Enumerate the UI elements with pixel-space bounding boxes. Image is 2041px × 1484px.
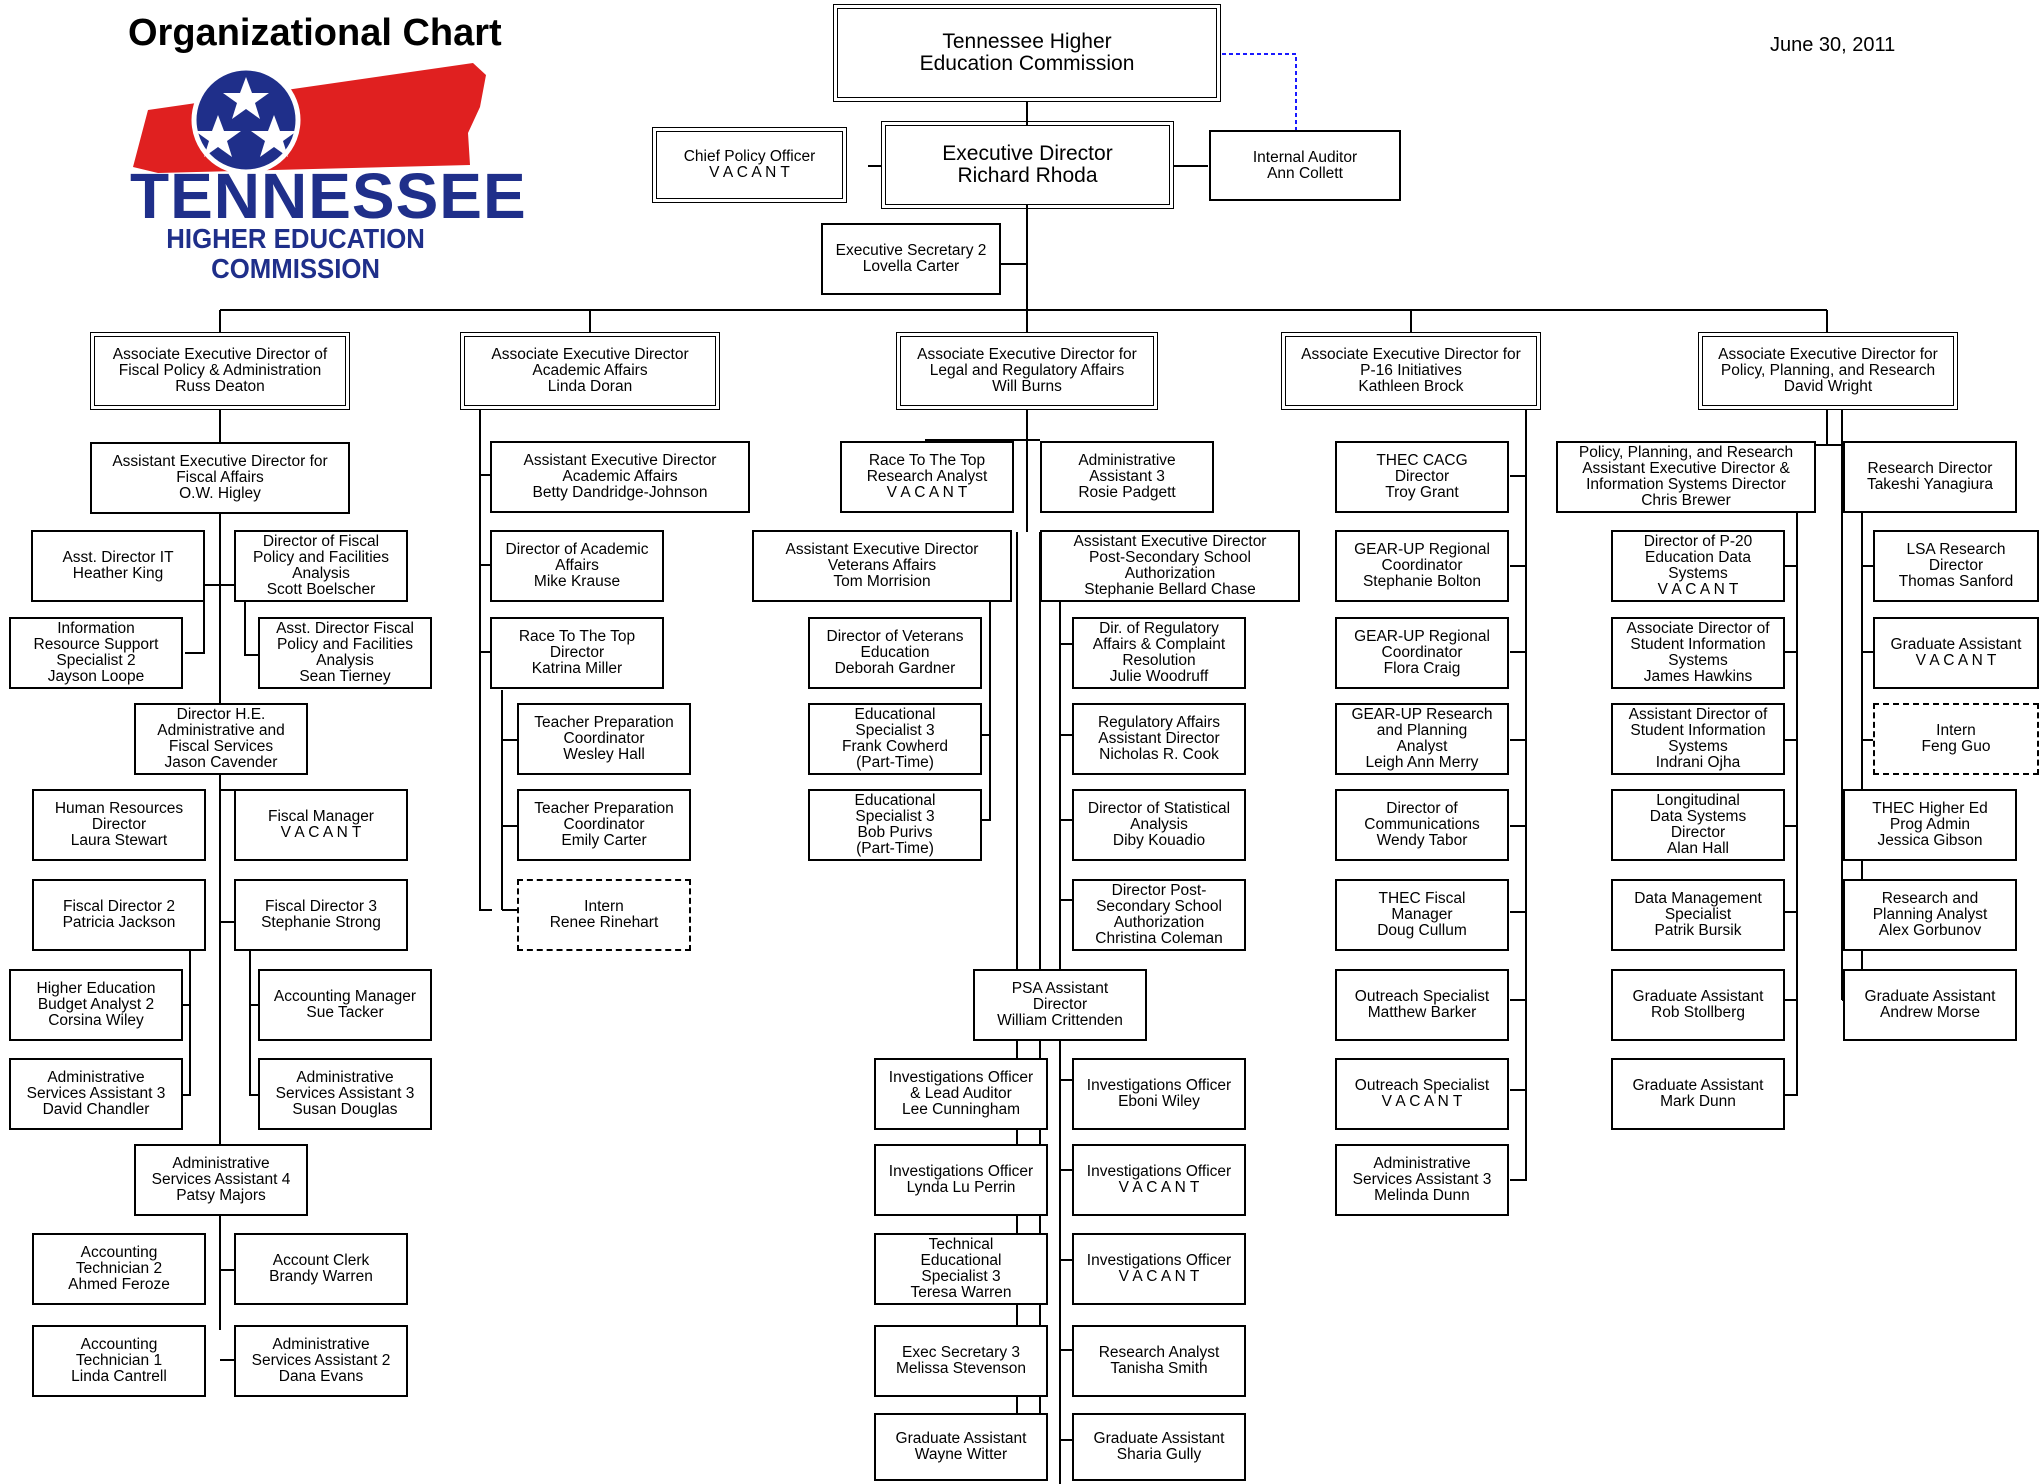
org-box-teacher-prep-hall: Teacher Preparation Coordinator Wesley H… [517, 703, 691, 775]
org-box-gearup-merry: GEAR-UP Research and Planning Analyst Le… [1335, 703, 1509, 775]
org-box-admin-asst-majors: Administrative Services Assistant 4 Pats… [134, 1144, 308, 1216]
org-box-accounting-manager: Accounting Manager Sue Tacker [258, 969, 432, 1041]
org-box-assoc-policy: Associate Executive Director for Policy,… [1698, 332, 1958, 410]
org-box-intern-rinehart: Intern Renee Rinehart [517, 879, 691, 951]
org-box-rp-analyst: Research and Planning Analyst Alex Gorbu… [1843, 879, 2017, 951]
org-box-dir-veterans: Director of Veterans Education Deborah G… [808, 617, 982, 689]
org-box-ed-spec-cowherd: Educational Specialist 3 Frank Cowherd (… [808, 703, 982, 775]
org-box-inv-vacant-1: Investigations Officer V A C A N T [1072, 1144, 1246, 1216]
org-box-tech-ed-warren: Technical Educational Specialist 3 Teres… [874, 1233, 1048, 1305]
org-box-grad-vacant: Graduate Assistant V A C A N T [1873, 617, 2039, 689]
org-box-admin-asst-evans: Administrative Services Assistant 2 Dana… [234, 1325, 408, 1397]
org-box-dir-fiscal-policy: Director of Fiscal Policy and Facilities… [234, 530, 408, 602]
org-box-commission: Tennessee Higher Education Commission [833, 4, 1221, 102]
org-box-gearup-craig: GEAR-UP Regional Coordinator Flora Craig [1335, 617, 1509, 689]
org-box-assoc-fiscal: Associate Executive Director of Fiscal P… [90, 332, 350, 410]
org-box-dir-academic: Director of Academic Affairs Mike Krause [490, 530, 664, 602]
org-box-grad-stollberg: Graduate Assistant Rob Stollberg [1611, 969, 1785, 1041]
org-box-gearup-bolton: GEAR-UP Regional Coordinator Stephanie B… [1335, 530, 1509, 602]
chart-date: June 30, 2011 [1770, 34, 1896, 56]
org-box-inv-cunningham: Investigations Officer & Lead Auditor Le… [874, 1058, 1048, 1130]
org-box-dir-p20: Director of P-20 Education Data Systems … [1611, 530, 1785, 602]
org-box-admin-asst-dunn: Administrative Services Assistant 3 Meli… [1335, 1144, 1509, 1216]
org-box-exec-sec-stevenson: Exec Secretary 3 Melissa Stevenson [874, 1325, 1048, 1397]
org-box-cacg-director: THEC CACG Director Troy Grant [1335, 441, 1509, 513]
org-box-fiscal-manager: Fiscal Manager V A C A N T [234, 789, 408, 861]
audit-link-line [1222, 53, 1297, 130]
org-box-dir-post-secondary: Director Post- Secondary School Authoriz… [1072, 879, 1246, 951]
org-box-outreach-barker: Outreach Specialist Matthew Barker [1335, 969, 1509, 1041]
org-box-exec-director: Executive Director Richard Rhoda [881, 121, 1174, 209]
org-box-account-clerk: Account Clerk Brandy Warren [234, 1233, 408, 1305]
org-box-psa-asst-dir: PSA Assistant Director William Crittende… [973, 969, 1147, 1041]
org-box-assoc-p16: Associate Executive Director for P-16 In… [1281, 332, 1541, 410]
org-box-ppr-asst-dir: Policy, Planning, and Research Assistant… [1556, 441, 1816, 513]
org-box-assoc-academic: Associate Executive Director Academic Af… [460, 332, 720, 410]
org-box-admin-asst-padgett: Administrative Assistant 3 Rosie Padgett [1040, 441, 1214, 513]
org-box-inv-perrin: Investigations Officer Lynda Lu Perrin [874, 1144, 1048, 1216]
org-box-assoc-dir-sis: Associate Director of Student Informatio… [1611, 617, 1785, 689]
org-box-asst-academic: Assistant Executive Director Academic Af… [490, 441, 750, 513]
org-box-budget-analyst: Higher Education Budget Analyst 2 Corsin… [9, 969, 183, 1041]
org-box-dir-regulatory: Dir. of Regulatory Affairs & Complaint R… [1072, 617, 1246, 689]
org-box-fiscal-manager-cullum: THEC Fiscal Manager Doug Cullum [1335, 879, 1509, 951]
org-box-reg-asst-dir: Regulatory Affairs Assistant Director Ni… [1072, 703, 1246, 775]
org-box-asst-post-secondary: Assistant Executive Director Post-Second… [1040, 530, 1300, 602]
org-box-inv-vacant-2: Investigations Officer V A C A N T [1072, 1233, 1246, 1305]
org-box-grad-dunn: Graduate Assistant Mark Dunn [1611, 1058, 1785, 1130]
org-box-rttt-analyst: Race To The Top Research Analyst V A C A… [840, 441, 1014, 513]
org-box-admin-asst-douglas: Administrative Services Assistant 3 Susa… [258, 1058, 432, 1130]
org-box-chief-policy: Chief Policy Officer V A C A N T [652, 127, 847, 203]
org-box-asst-dir-fiscal-policy: Asst. Director Fiscal Policy and Facilit… [258, 617, 432, 689]
org-box-fiscal-dir-3: Fiscal Director 3 Stephanie Strong [234, 879, 408, 951]
org-box-intern-guo: Intern Feng Guo [1873, 703, 2039, 775]
org-box-prog-admin: THEC Higher Ed Prog Admin Jessica Gibson [1843, 789, 2017, 861]
org-box-acct-tech-2: Accounting Technician 2 Ahmed Feroze [32, 1233, 206, 1305]
org-box-outreach-vacant: Outreach Specialist V A C A N T [1335, 1058, 1509, 1130]
org-box-inv-wiley: Investigations Officer Eboni Wiley [1072, 1058, 1246, 1130]
org-box-asst-dir-it: Asst. Director IT Heather King [31, 530, 205, 602]
org-box-asst-dir-sis: Assistant Director of Student Informatio… [1611, 703, 1785, 775]
org-box-teacher-prep-carter: Teacher Preparation Coordinator Emily Ca… [517, 789, 691, 861]
org-box-assoc-legal: Associate Executive Director for Legal a… [896, 332, 1158, 410]
org-box-grad-gully: Graduate Assistant Sharia Gully [1072, 1413, 1246, 1481]
org-box-acct-tech-1: Accounting Technician 1 Linda Cantrell [32, 1325, 206, 1397]
org-box-research-director: Research Director Takeshi Yanagiura [1843, 441, 2017, 513]
logo-subtitle: HIGHER EDUCATION COMMISSION [166, 223, 425, 284]
org-box-longitudinal: Longitudinal Data Systems Director Alan … [1611, 789, 1785, 861]
org-box-asst-fiscal: Assistant Executive Director for Fiscal … [90, 442, 350, 514]
org-box-asst-veterans: Assistant Executive Director Veterans Af… [752, 530, 1012, 602]
org-box-dir-he-admin: Director H.E. Administrative and Fiscal … [134, 703, 308, 775]
org-box-exec-secretary: Executive Secretary 2 Lovella Carter [821, 223, 1001, 295]
org-box-rttt-director: Race To The Top Director Katrina Miller [490, 617, 664, 689]
org-box-info-resource: Information Resource Support Specialist … [9, 617, 183, 689]
page-title: Organizational Chart [128, 12, 502, 54]
org-box-dir-communications: Director of Communications Wendy Tabor [1335, 789, 1509, 861]
org-box-lsa-director: LSA Research Director Thomas Sanford [1873, 530, 2039, 602]
org-box-hr-director: Human Resources Director Laura Stewart [32, 789, 206, 861]
logo-wordmark: TENNESSEE [130, 160, 527, 232]
org-box-data-mgmt: Data Management Specialist Patrik Bursik [1611, 879, 1785, 951]
org-box-dir-statistical: Director of Statistical Analysis Diby Ko… [1072, 789, 1246, 861]
org-box-admin-asst-chandler: Administrative Services Assistant 3 Davi… [9, 1058, 183, 1130]
org-box-internal-auditor: Internal Auditor Ann Collett [1209, 130, 1401, 201]
org-box-research-smith: Research Analyst Tanisha Smith [1072, 1325, 1246, 1397]
org-box-grad-morse: Graduate Assistant Andrew Morse [1843, 969, 2017, 1041]
org-box-ed-spec-purvis: Educational Specialist 3 Bob Purivs (Par… [808, 789, 982, 861]
org-box-fiscal-dir-2: Fiscal Director 2 Patricia Jackson [32, 879, 206, 951]
org-box-grad-witter: Graduate Assistant Wayne Witter [874, 1413, 1048, 1481]
tennessee-state-logo [133, 63, 486, 175]
